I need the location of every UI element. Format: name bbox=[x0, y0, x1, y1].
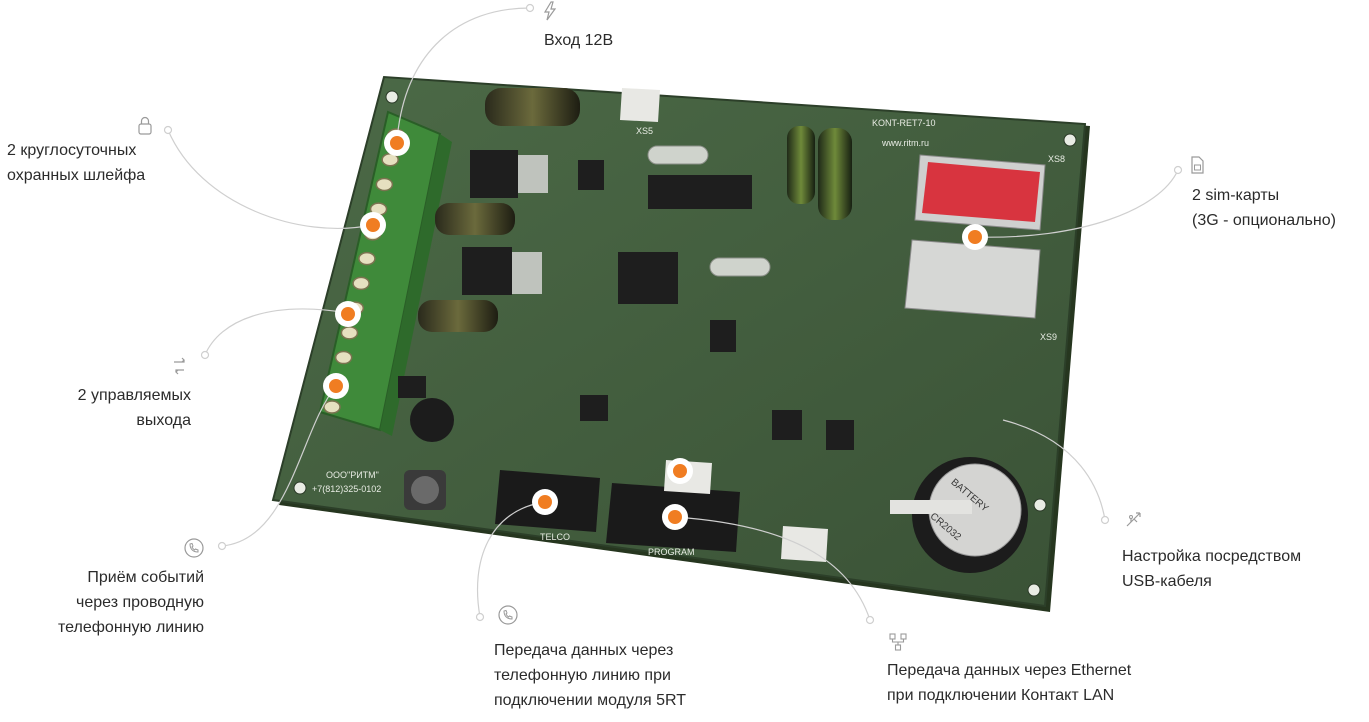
marker-phone-line[interactable] bbox=[323, 373, 349, 399]
marker-loops[interactable] bbox=[360, 212, 386, 238]
terminal-screw bbox=[375, 177, 394, 192]
marker-sim[interactable] bbox=[962, 224, 988, 250]
marker-program[interactable] bbox=[662, 504, 688, 530]
marker-telco[interactable] bbox=[532, 489, 558, 515]
network-icon bbox=[887, 631, 909, 653]
marker-usb[interactable] bbox=[667, 458, 693, 484]
marker-outputs[interactable] bbox=[335, 301, 361, 327]
sim-card-icon bbox=[1186, 154, 1208, 176]
program-label: PROGRAM bbox=[648, 547, 695, 557]
marker-power[interactable] bbox=[384, 130, 410, 156]
lock-icon bbox=[134, 114, 156, 136]
battery-holder bbox=[890, 457, 1028, 573]
regulators bbox=[512, 155, 548, 294]
phone-text: +7(812)325-0102 bbox=[312, 484, 381, 494]
feature-markers bbox=[323, 130, 988, 530]
xs9-label: XS9 bbox=[1040, 332, 1057, 342]
terminal-screw bbox=[340, 326, 359, 340]
feature-outputs-label: 2 управляемых выхода bbox=[77, 387, 191, 429]
terminal-screw bbox=[334, 350, 353, 365]
lightning-icon bbox=[539, 0, 561, 22]
terminal-screw bbox=[352, 276, 370, 291]
chips bbox=[398, 150, 854, 450]
phone-icon bbox=[497, 604, 519, 626]
telco-label: TELCO bbox=[540, 532, 570, 542]
phone-icon bbox=[183, 537, 205, 559]
feature-sim-label: 2 sim-карты (3G - опционально) bbox=[1192, 187, 1336, 229]
feature-usb-label: Настройка посредством USB-кабеля bbox=[1122, 548, 1302, 590]
capacitors bbox=[404, 88, 852, 510]
terminal-screw bbox=[358, 251, 376, 266]
leader-endpoints bbox=[163, 3, 1183, 625]
leader-lines bbox=[167, 7, 1179, 621]
maker-text: ООО"РИТМ" bbox=[326, 470, 379, 480]
crystals bbox=[647, 145, 771, 277]
mounting-holes bbox=[293, 90, 1077, 597]
xs8-label: XS8 bbox=[1048, 154, 1065, 164]
usb-icon bbox=[1123, 508, 1145, 530]
terminal-screw bbox=[323, 400, 341, 414]
feature-ethernet-label: Передача данных через Ethernet при подкл… bbox=[887, 662, 1132, 704]
silkscreen: KONT-RET7-10 www.ritm.ru ООО"РИТМ" +7(81… bbox=[312, 118, 1065, 557]
feature-module-5rt-label: Передача данных через телефонную линию п… bbox=[494, 642, 687, 709]
feature-power-label: Вход 12В bbox=[544, 32, 614, 49]
xs5-label: XS5 bbox=[636, 126, 653, 136]
feature-phone-line-label: Приём событий через проводную телефонную… bbox=[58, 569, 204, 636]
board-site-text: www.ritm.ru bbox=[881, 138, 929, 148]
switch-arrows-icon bbox=[169, 355, 191, 377]
sim-slots bbox=[904, 154, 1046, 319]
feature-loops-label: 2 круглосуточных охранных шлейфа bbox=[7, 142, 146, 184]
board-model-text: KONT-RET7-10 bbox=[872, 118, 936, 128]
